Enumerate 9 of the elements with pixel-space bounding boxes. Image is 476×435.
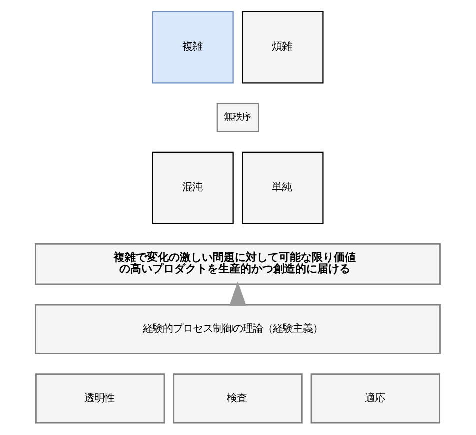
node-box: 適応 — [310, 374, 440, 424]
node-box: 無秩序 — [216, 103, 260, 132]
node-box: 透明性 — [36, 374, 166, 424]
node-box: 検査 — [173, 374, 303, 424]
node-box: 単純 — [242, 152, 324, 224]
node-box: 複雑で変化の激しい問題に対して可能な限り価値の高いプロダクトを生産的かつ創造的に届ける — [35, 243, 441, 286]
node-box: 混沌 — [152, 152, 234, 224]
node-box: 煩雑 — [242, 11, 324, 84]
node-box: 複雑 — [152, 11, 234, 84]
